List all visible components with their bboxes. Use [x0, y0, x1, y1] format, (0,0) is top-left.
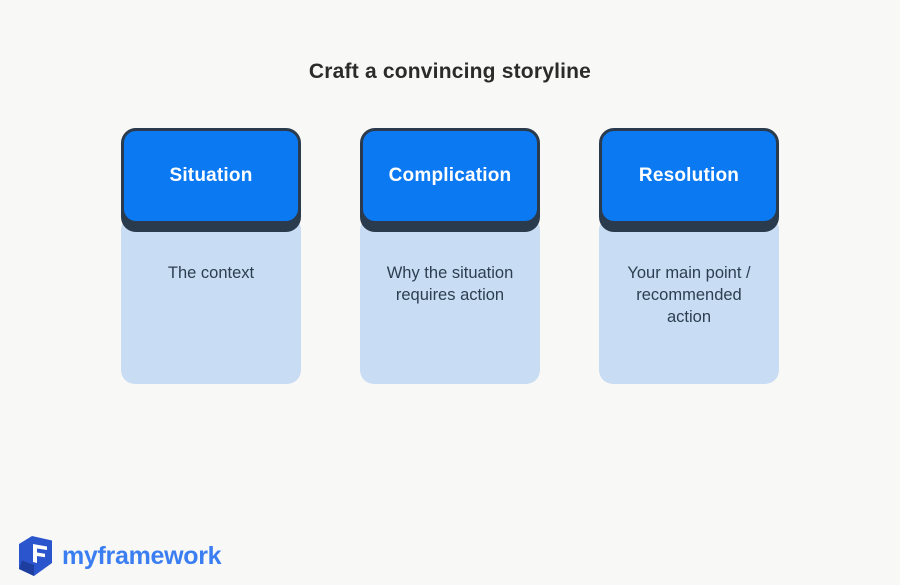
- page-title: Craft a convincing storyline: [308, 60, 592, 83]
- card-complication-header: Complication: [360, 128, 540, 224]
- cube-icon: [18, 536, 53, 576]
- cards-row: Situation The context Complication Why t…: [0, 128, 900, 384]
- card-situation: Situation The context: [121, 128, 301, 384]
- card-resolution-body: Your main point / recommended action: [599, 216, 779, 384]
- card-resolution-body-label: Your main point / recommended action: [627, 264, 751, 326]
- card-resolution-header: Resolution: [599, 128, 779, 224]
- card-resolution: Resolution Your main point / recommended…: [599, 128, 779, 384]
- card-complication-body-label: Why the situation requires action: [386, 264, 514, 304]
- card-complication: Complication Why the situation requires …: [360, 128, 540, 384]
- card-situation-body-label: The context: [167, 264, 255, 282]
- card-situation-header-label: Situation: [169, 165, 253, 186]
- card-resolution-header-label: Resolution: [638, 165, 740, 186]
- slide-canvas: Craft a convincing storyline Situation T…: [0, 60, 900, 585]
- brand-name: myframework: [62, 541, 222, 570]
- card-complication-header-label: Complication: [388, 165, 512, 186]
- brand-footer: myframework: [18, 536, 222, 576]
- card-complication-body: Why the situation requires action: [360, 216, 540, 384]
- card-situation-header: Situation: [121, 128, 301, 224]
- card-situation-body: The context: [121, 216, 301, 384]
